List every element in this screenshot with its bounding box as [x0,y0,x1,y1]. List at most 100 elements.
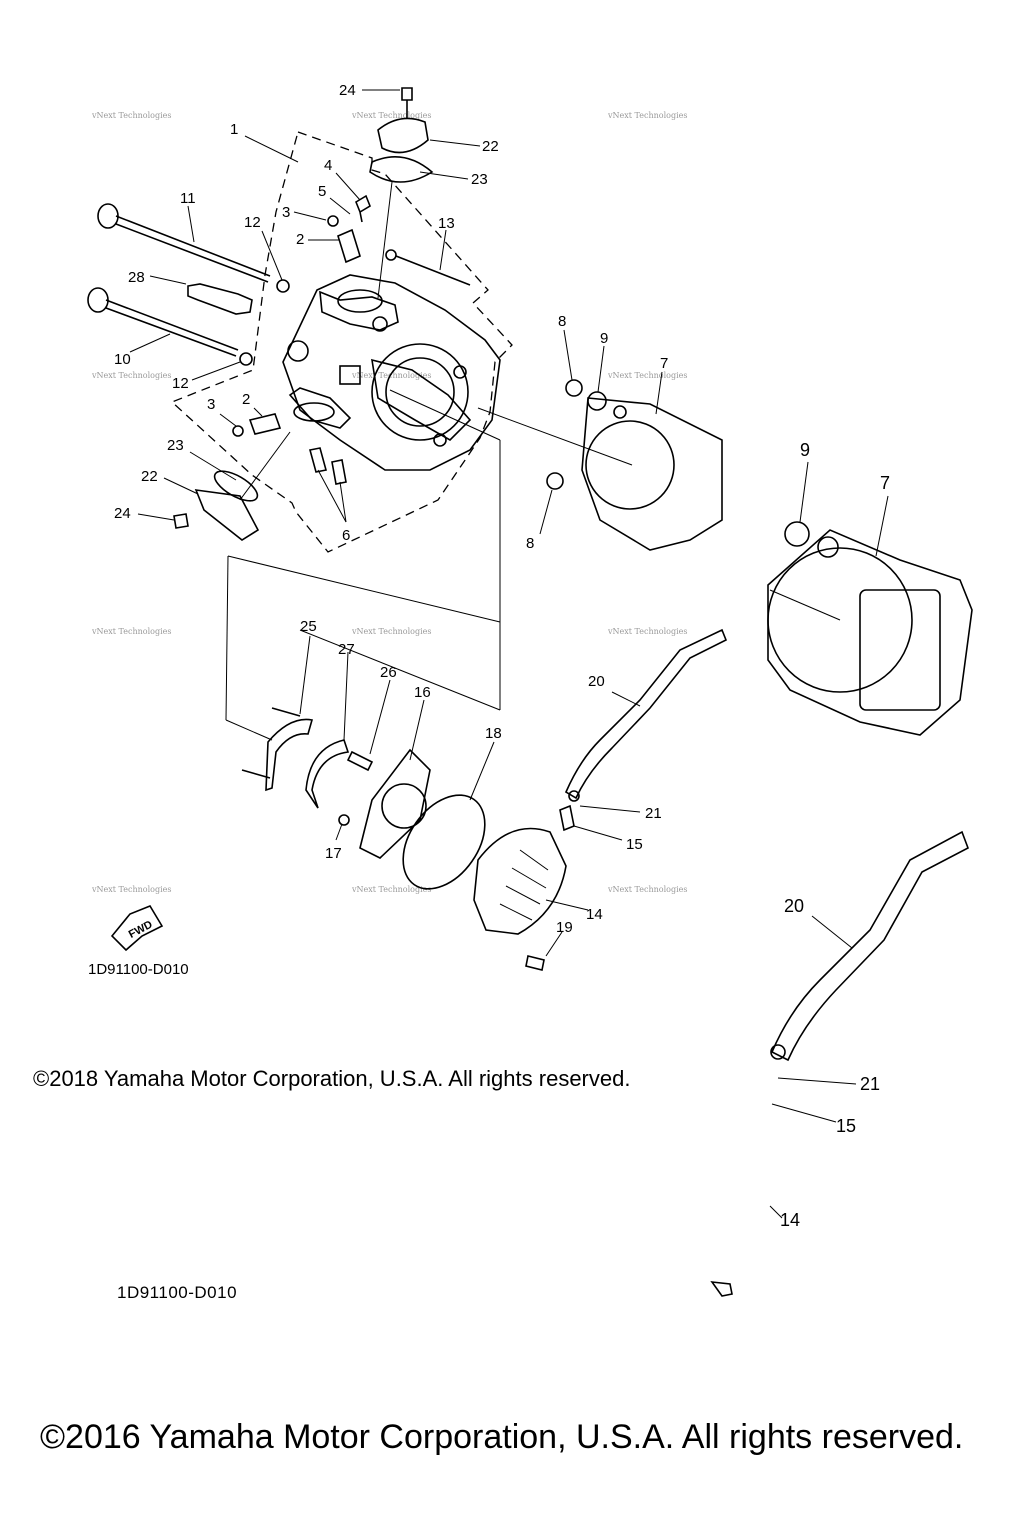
watermark-7: vNext Technologies [91,627,171,636]
hose-20 [564,628,728,800]
label-14: 14 [586,906,603,923]
bolt-4 [355,194,371,223]
watermark-10: vNext Technologies [91,885,171,894]
watermark-11: vNext Technologies [351,885,431,894]
label-25: 25 [300,618,317,635]
clip-21 [568,790,580,802]
washer-12-bottom [239,352,253,366]
label-17: 17 [325,845,342,862]
watermark-2: vNext Technologies [351,111,431,120]
label-9-enlarged: 9 [800,440,810,460]
top-cap-assembly [369,87,434,183]
o-ring-3-top [327,215,339,227]
cover-14 [473,827,567,935]
label-19: 19 [556,919,573,936]
watermark-3: vNext Technologies [607,111,687,120]
copyright-2016: ©2016 Yamaha Motor Corporation, U.S.A. A… [40,1418,964,1456]
lower-cap-22 [194,489,260,541]
dowel-pin-2-top [337,228,361,264]
dowel-8-bottom [546,472,564,490]
label-1: 1 [230,121,238,138]
label-8-bottom: 8 [526,535,534,552]
watermark-4: vNext Technologies [91,371,171,380]
gasket-7 [581,397,723,551]
bolt-enlarged [710,1281,733,1297]
studs-6 [309,447,347,485]
label-21-enlarged: 21 [860,1074,880,1094]
fitting-15 [559,804,575,832]
dowel-8-top [565,379,583,397]
hose-20-enlarged [770,830,969,1062]
label-28: 28 [128,269,145,286]
label-5: 5 [318,183,326,200]
dowel-pin-2-bottom [248,413,282,435]
label-21: 21 [645,805,662,822]
label-23-bottom: 23 [167,437,184,454]
label-26: 26 [380,664,397,681]
label-12-bottom: 12 [172,375,189,392]
bolt-11 [97,203,271,283]
watermarks: vNext Technologies vNext Technologies vN… [91,111,687,894]
label-7-enlarged: 7 [880,473,890,493]
label-23-top: 23 [471,171,488,188]
label-6: 6 [342,527,350,544]
hose-end-enlarged [770,1044,786,1060]
label-3-top: 3 [282,204,290,221]
copyright-2018: ©2018 Yamaha Motor Corporation, U.S.A. A… [33,1066,631,1091]
label-24-bottom: 24 [114,505,131,522]
watermark-12: vNext Technologies [607,885,687,894]
label-10: 10 [114,351,131,368]
watermark-1: vNext Technologies [91,111,171,120]
label-22-bottom: 22 [141,468,158,485]
bolt-10 [87,287,239,357]
label-12-top: 12 [244,214,261,231]
forward-arrow-icon: FWD [110,905,164,952]
cylinder-head [282,274,501,471]
label-27: 27 [338,641,355,658]
bolt-19 [525,955,545,971]
label-15-enlarged: 15 [836,1116,856,1136]
bracket-25 [241,707,314,792]
label-14-enlarged: 14 [780,1210,800,1230]
label-8-top: 8 [558,313,566,330]
label-18: 18 [485,725,502,742]
label-leaders [129,89,889,1219]
seal-9-enlarged [784,521,810,547]
label-2-bottom: 2 [242,391,250,408]
label-11: 11 [180,190,196,207]
watermark-6: vNext Technologies [607,371,687,380]
bolt-13 [385,249,471,286]
housing-16 [359,748,431,859]
drawing-code-enlarged: 1D91100-D010 [117,1283,238,1302]
o-ring-3-bottom [232,425,244,437]
label-20: 20 [588,673,605,690]
label-20-enlarged: 20 [784,896,804,916]
bolt-17 [338,814,350,826]
watermark-9: vNext Technologies [607,627,687,636]
drawing-code: 1D91100-D010 [88,961,189,978]
gasket-7-enlarged [767,529,973,736]
watermark-5: vNext Technologies [351,371,431,380]
clamp-27 [305,739,350,809]
label-9: 9 [600,330,608,347]
part-labels: 24 22 23 1 4 5 3 2 11 12 13 28 10 12 3 2… [114,82,890,1230]
label-4: 4 [324,157,332,174]
label-7: 7 [660,355,668,372]
label-3-bottom: 3 [207,396,215,413]
label-16: 16 [414,684,431,701]
o-ring-18 [402,794,486,890]
seal-9 [587,391,607,411]
label-2-top: 2 [296,231,304,248]
spark-plug-28 [187,283,253,315]
watermark-8: vNext Technologies [351,627,431,636]
washer-12-top [276,279,290,293]
bolt-26 [346,750,374,772]
lower-gasket-23 [213,470,259,502]
lower-bolt-24 [173,513,189,529]
label-13: 13 [438,215,455,232]
label-22-top: 22 [482,138,499,155]
leader-lines [225,181,841,741]
label-24-top: 24 [339,82,356,99]
label-15: 15 [626,836,643,853]
